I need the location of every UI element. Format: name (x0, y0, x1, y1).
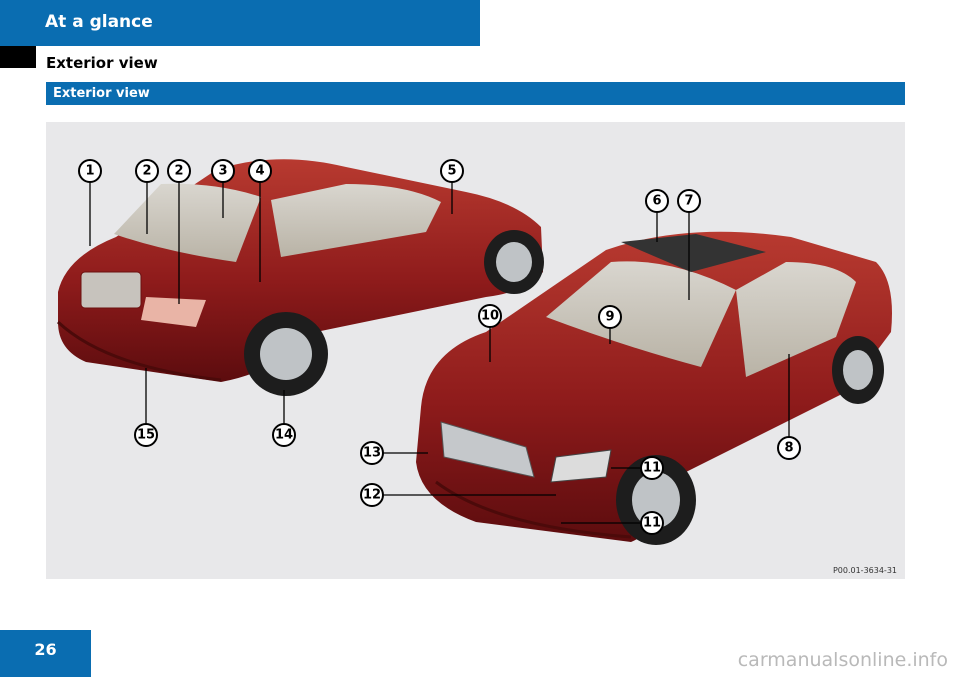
svg-text:11: 11 (643, 516, 661, 531)
callout-8: 8 (777, 436, 801, 460)
svg-text:3: 3 (218, 164, 227, 179)
svg-text:14: 14 (275, 428, 293, 443)
chapter-header: At a glance (0, 0, 480, 46)
front-car (416, 231, 892, 545)
callout-1: 1 (78, 159, 102, 183)
callout-10: 10 (478, 304, 502, 328)
callout-leaders (89, 182, 790, 524)
svg-text:13: 13 (363, 446, 381, 461)
callout-3: 3 (211, 159, 235, 183)
callout-6: 6 (645, 189, 669, 213)
svg-text:2: 2 (142, 164, 151, 179)
svg-text:5: 5 (447, 164, 456, 179)
callout-12: 12 (360, 483, 384, 507)
callout-14: 14 (272, 423, 296, 447)
callout-5: 5 (440, 159, 464, 183)
svg-text:2: 2 (174, 164, 183, 179)
svg-text:15: 15 (137, 428, 155, 443)
svg-text:9: 9 (605, 310, 614, 325)
svg-text:12: 12 (363, 488, 381, 503)
callout-13: 13 (360, 441, 384, 465)
callout-7: 7 (677, 189, 701, 213)
svg-text:8: 8 (784, 441, 793, 456)
svg-text:10: 10 (481, 309, 499, 324)
svg-text:7: 7 (684, 194, 693, 209)
svg-text:11: 11 (643, 461, 661, 476)
figure-code: P00.01-3634-31 (832, 566, 897, 575)
exterior-view-figure: 1 2 2 3 4 5 6 7 8 9 10 11 11 12 13 14 15… (46, 122, 905, 579)
watermark: carmanualsonline.info (737, 649, 948, 671)
callout-9: 9 (598, 305, 622, 329)
svg-text:1: 1 (85, 164, 94, 179)
section-title: Exterior view (46, 54, 158, 72)
chapter-tab-marker (0, 46, 36, 68)
chapter-title: At a glance (45, 12, 153, 32)
callout-4: 4 (248, 159, 272, 183)
svg-text:6: 6 (652, 194, 661, 209)
callout-11a: 11 (640, 456, 664, 480)
callout-15: 15 (134, 423, 158, 447)
callout-2b: 2 (167, 159, 191, 183)
callout-2a: 2 (135, 159, 159, 183)
callout-11b: 11 (640, 511, 664, 535)
subsection-title: Exterior view (53, 86, 150, 101)
subsection-header: Exterior view (46, 82, 905, 105)
svg-text:4: 4 (255, 164, 264, 179)
page-number-label: 26 (34, 640, 57, 659)
page-number: 26 (0, 630, 91, 677)
car-illustration: 1 2 2 3 4 5 6 7 8 9 10 11 11 12 13 14 15 (56, 159, 892, 545)
